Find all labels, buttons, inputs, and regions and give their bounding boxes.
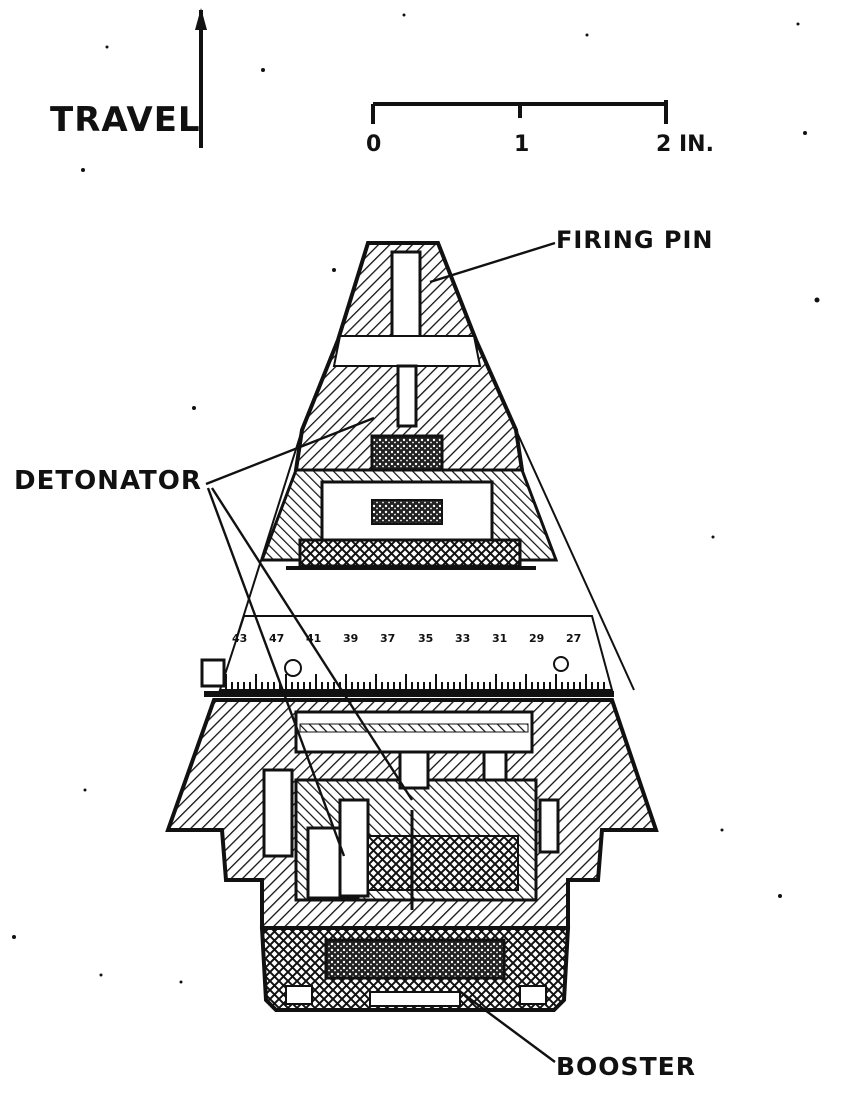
dial-number: 37 bbox=[380, 632, 396, 645]
lower-body bbox=[165, 698, 659, 930]
dial-number: 43 bbox=[232, 632, 248, 645]
dial-number: 41 bbox=[306, 632, 322, 645]
dial-number: 33 bbox=[455, 632, 471, 645]
detonator-leader-2 bbox=[206, 487, 346, 857]
time-ring bbox=[200, 615, 614, 697]
dial-graduations bbox=[225, 674, 605, 692]
travel-arrow bbox=[195, 8, 207, 148]
leader-lines bbox=[205, 241, 556, 1063]
dial-number: 29 bbox=[529, 632, 545, 645]
scan-dots bbox=[12, 13, 820, 984]
detonator-leader-1 bbox=[205, 416, 375, 486]
outline-lines bbox=[235, 429, 635, 691]
dial-number: 39 bbox=[343, 632, 359, 645]
booster-cup bbox=[259, 926, 571, 1012]
firing-pin-label: FIRING PIN bbox=[556, 226, 714, 254]
scale-tick-2: 2 IN. bbox=[656, 132, 714, 157]
travel-label: TRAVEL bbox=[50, 100, 201, 140]
firing-pin-leader bbox=[429, 241, 556, 284]
booster-leader bbox=[457, 989, 556, 1063]
detonator-label: DETONATOR bbox=[14, 466, 202, 496]
scale-tick-1: 1 bbox=[514, 132, 530, 157]
booster-label: BOOSTER bbox=[556, 1052, 696, 1081]
scale-tick-0: 0 bbox=[366, 132, 382, 157]
middle-housing bbox=[259, 468, 559, 570]
scale-bar bbox=[371, 100, 668, 124]
dial-number: 35 bbox=[418, 632, 434, 645]
dial-number: 27 bbox=[566, 632, 582, 645]
dial-number: 47 bbox=[269, 632, 285, 645]
detonator-leader-3 bbox=[210, 487, 414, 801]
dial-number: 31 bbox=[492, 632, 508, 645]
